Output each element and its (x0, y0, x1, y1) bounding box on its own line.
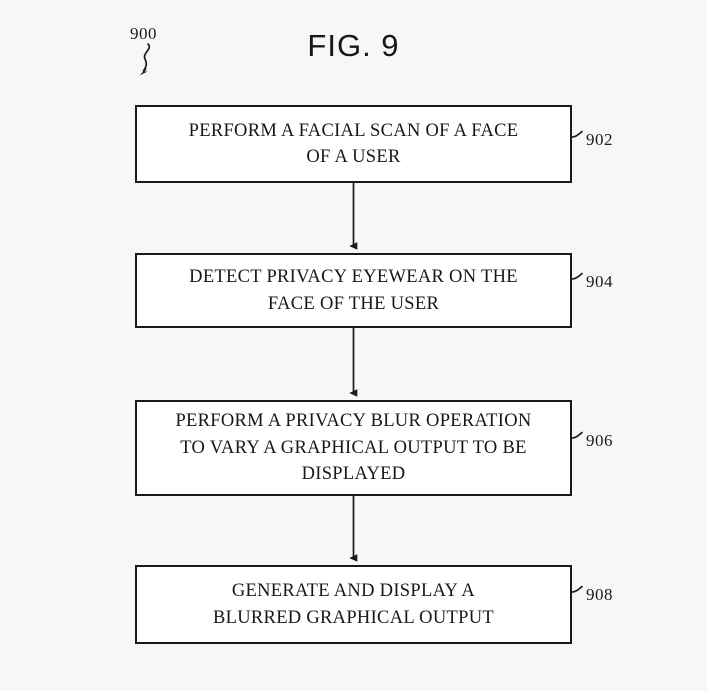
process-box-908-text: GENERATE AND DISPLAY A BLURRED GRAPHICAL… (213, 581, 494, 628)
reference-leader-902-icon (570, 130, 583, 138)
process-box-902-text: PERFORM A FACIAL SCAN OF A FACE OF A USE… (188, 120, 519, 167)
figure-title: FIG. 9 (307, 28, 400, 63)
process-box-904-text: DETECT PRIVACY EYEWEAR ON THE FACE OF TH… (189, 267, 518, 314)
reference-leader-904-icon (570, 272, 583, 280)
process-box-906-text: PERFORM A PRIVACY BLUR OPERATION TO VARY… (175, 411, 532, 485)
reference-leader-906-icon (570, 431, 583, 439)
reference-number-906: 906 (586, 431, 613, 450)
process-box-906[interactable]: PERFORM A PRIVACY BLUR OPERATION TO VARY… (135, 400, 572, 496)
process-box-902[interactable]: PERFORM A FACIAL SCAN OF A FACE OF A USE… (135, 105, 572, 183)
process-box-908[interactable]: GENERATE AND DISPLAY A BLURRED GRAPHICAL… (135, 565, 572, 644)
process-box-904[interactable]: DETECT PRIVACY EYEWEAR ON THE FACE OF TH… (135, 253, 572, 328)
figure-reference-leader-icon (139, 43, 151, 76)
reference-number-902: 902 (586, 130, 613, 149)
reference-number-904: 904 (586, 272, 613, 291)
reference-leader-908-icon (570, 585, 583, 593)
reference-number-908: 908 (586, 585, 613, 604)
figure-reference-number: 900 (130, 24, 157, 43)
